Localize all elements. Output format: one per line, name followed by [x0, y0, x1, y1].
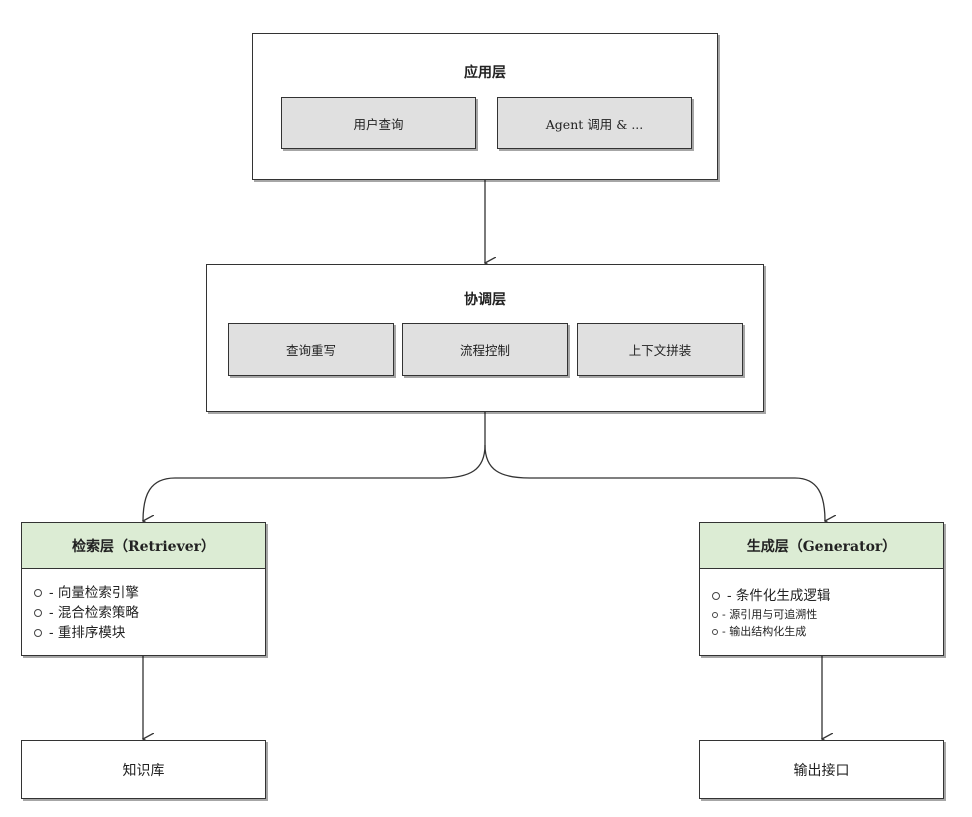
list-item: - 重排序模块 [34, 623, 139, 643]
list-item: - 向量检索引擎 [34, 583, 139, 603]
coord-layer-box: 协调层 查询重写 流程控制 上下文拼装 [206, 264, 764, 412]
list-item: - 源引用与可追溯性 [712, 606, 830, 623]
list-item: - 输出结构化生成 [712, 623, 830, 640]
app-item-agent-call: Agent 调用 & ... [497, 97, 692, 149]
coord-layer-title: 协调层 [464, 292, 506, 308]
arrow-coord-to-generator [484, 444, 825, 521]
app-item-user-query: 用户查询 [281, 97, 476, 149]
circle-bullet-icon [712, 611, 718, 618]
coord-item-context-assembly: 上下文拼装 [577, 323, 743, 376]
circle-bullet-icon [712, 628, 718, 635]
generator-box: 生成层（Generator） - 条件化生成逻辑 - 源引用与可追溯性 - 输出… [699, 522, 944, 656]
coord-item-flow-control: 流程控制 [402, 323, 568, 376]
arrow-coord-to-retriever [143, 412, 486, 521]
circle-bullet-icon [712, 592, 720, 600]
generator-list: - 条件化生成逻辑 - 源引用与可追溯性 - 输出结构化生成 [712, 586, 830, 640]
list-item: - 条件化生成逻辑 [712, 586, 830, 606]
retriever-header: 检索层（Retriever） [22, 523, 265, 569]
app-layer-title: 应用层 [464, 65, 506, 81]
output-interface-box: 输出接口 [699, 740, 944, 799]
circle-bullet-icon [34, 609, 42, 617]
generator-header: 生成层（Generator） [700, 523, 943, 569]
circle-bullet-icon [34, 589, 42, 597]
list-item: - 混合检索策略 [34, 603, 139, 623]
app-layer-box: 应用层 用户查询 Agent 调用 & ... [252, 33, 718, 180]
retriever-list: - 向量检索引擎 - 混合检索策略 - 重排序模块 [34, 583, 139, 643]
knowledge-base-box: 知识库 [21, 740, 266, 799]
coord-item-query-rewrite: 查询重写 [228, 323, 394, 376]
retriever-box: 检索层（Retriever） - 向量检索引擎 - 混合检索策略 - 重排序模块 [21, 522, 266, 656]
circle-bullet-icon [34, 629, 42, 637]
